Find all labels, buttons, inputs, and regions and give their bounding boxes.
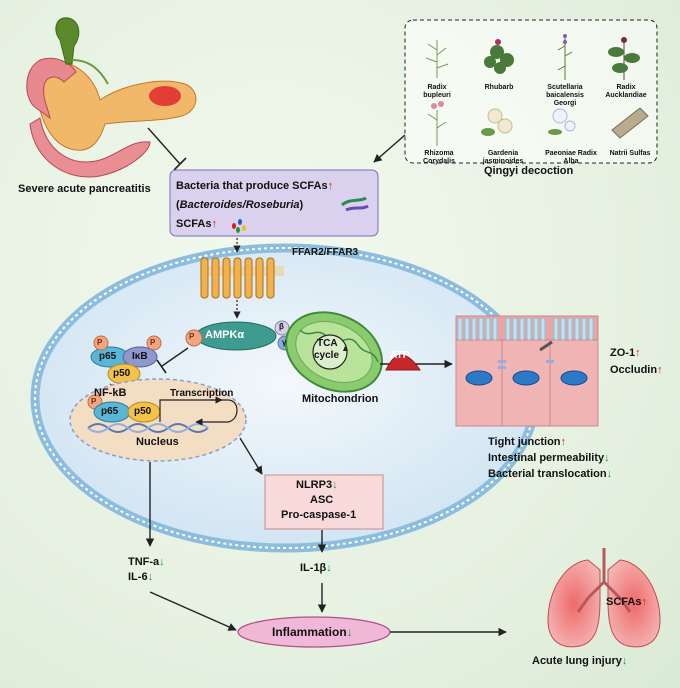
herb-label-rhizoma-corydalis: Rhizoma Corydalis (423, 150, 455, 165)
transcription-label: Transcription (170, 388, 234, 399)
ikb-p1-label: P (97, 338, 103, 347)
tnf-down-arrow: ↓ (159, 556, 165, 568)
perm-text: Intestinal permeability (488, 452, 605, 464)
nfkb-ikb-complex (90, 335, 162, 385)
il1b-line: IL-1β↓ (300, 562, 332, 574)
ffar-receptor (200, 257, 284, 299)
il6-text: IL-6 (128, 571, 148, 583)
transl-text: Bacterial translocation (488, 468, 607, 480)
transl-down-arrow: ↓ (606, 468, 613, 480)
zo1-text: ZO-1 (610, 347, 636, 359)
il1b-text: IL-1β (300, 562, 327, 574)
inflam-text: Inflammation (272, 625, 347, 639)
herb-label-gardenia: Gardenia jasminoides (482, 150, 524, 165)
ampk-gamma-label: γ (282, 338, 287, 347)
lung-scfas-up-arrow: ↑ (641, 596, 647, 608)
bacteria-text: Bacteria that produce SCFAs (176, 180, 328, 192)
tight-up-arrow: ↑ (560, 436, 567, 448)
arrow-qingyi (373, 134, 406, 163)
intestinal-epithelium (455, 315, 599, 427)
il6-down-arrow: ↓ (147, 571, 154, 583)
perm-down-arrow: ↓ (604, 452, 610, 464)
ali-down-arrow: ↓ (621, 655, 628, 667)
qingyi-label: Qingyi decoction (484, 165, 574, 177)
herb-label-paeoniae: Paeoniae Radix Alba (545, 150, 597, 165)
mitochondrion-label: Mitochondrion (302, 393, 379, 405)
nfkb-label: NF-kB (94, 387, 127, 399)
scfas-up-arrow: ↑ (211, 218, 217, 230)
occludin-up-arrow: ↑ (657, 364, 663, 376)
lungs-organ (547, 548, 661, 648)
tnf-text: TNF-a (128, 556, 160, 568)
scfa-producers-box (169, 169, 379, 237)
occludin-text: Occludin (610, 364, 658, 376)
qingyi-box (404, 19, 658, 164)
herb-label-radix-aucklandiae: Radix Aucklandiae (605, 84, 647, 99)
nlrp3-down-arrow: ↓ (332, 479, 338, 491)
ampk-complex (185, 320, 293, 351)
il1b-down-arrow: ↓ (326, 562, 332, 574)
nfkb-nuclear-dimer (87, 394, 161, 423)
zo1-up-arrow: ↑ (635, 347, 641, 359)
ali-line: Acute lung injury↓ (532, 655, 627, 667)
ampk-label: AMPKα (205, 329, 245, 341)
pancreas-organ (26, 17, 197, 178)
inflammation-line: Inflammation↓ (272, 625, 353, 639)
sap-label: Severe acute pancreatitis (18, 183, 151, 195)
scfa-producers-line: Bacteria that produce SCFAs↑ (176, 180, 333, 192)
herb-drawings (425, 34, 649, 146)
p50-nuclear-label: p50 (134, 406, 152, 417)
p65-nuclear-label: p65 (101, 406, 119, 417)
ikb-p2-label: P (150, 338, 156, 347)
zo1-line: ZO-1↑ (610, 347, 641, 359)
bacteria-genus: Bacteroides/Roseburia (179, 199, 300, 211)
nlrp3-line: NLRP3↓ (296, 479, 338, 491)
tnf-line: TNF-a↓ (128, 556, 165, 568)
herb-label-radix-bupleuri: Radix bupleuri (423, 84, 451, 99)
bacteria-genus-line: (Bacteroides/Roseburia) (176, 199, 304, 211)
tca-label-line1: TCA (317, 338, 338, 349)
atp-mound (385, 354, 421, 371)
scfas-line: SCFAs↑ (176, 218, 217, 230)
ali-text: Acute lung injury (532, 655, 622, 667)
tight-text: Tight junction (488, 436, 561, 448)
tca-label-line2: cycle (314, 350, 340, 361)
lung-scfas-text: SCFAs (606, 596, 642, 608)
scfas-text: SCFAs (176, 218, 212, 230)
asc-label: ASC (310, 494, 334, 506)
translocation-line: Bacterial translocation↓ (488, 468, 612, 480)
inhibit-line-sap (147, 127, 181, 165)
herb-label-rhubarb: Rhubarb (484, 84, 514, 91)
inflammasome-box (264, 474, 384, 530)
il6-line: IL-6↓ (128, 571, 153, 583)
procaspase-label: Pro-caspase-1 (281, 509, 357, 521)
herb-label-scutellaria: Scutellaria baicalensis Georgi (546, 84, 584, 107)
nucleus-label: Nucleus (136, 436, 179, 448)
ampk-p-label: P (189, 332, 195, 341)
p50-cyto-label: p50 (113, 368, 131, 379)
bacteria-up-arrow: ↑ (327, 180, 334, 192)
occludin-line: Occludin↑ (610, 364, 663, 376)
permeability-line: Intestinal permeability↓ (488, 452, 610, 464)
ikb-label: IκB (132, 351, 148, 362)
p65-cyto-label: p65 (99, 351, 117, 362)
herb-label-natrii-sulfas: Natrii Sulfas (609, 150, 651, 157)
lung-scfas-line: SCFAs↑ (606, 596, 647, 608)
nuclear-p-label: P (91, 397, 97, 406)
ampk-beta-label: β (279, 322, 284, 331)
ffar-label: FFAR2/FFAR3 (292, 247, 359, 258)
inflam-down-arrow: ↓ (346, 625, 353, 639)
nlrp3-text: NLRP3 (296, 479, 333, 491)
atp-label: ATP (390, 350, 410, 361)
mitochondrion (285, 311, 383, 393)
tight-junction-line: Tight junction↑ (488, 436, 566, 448)
